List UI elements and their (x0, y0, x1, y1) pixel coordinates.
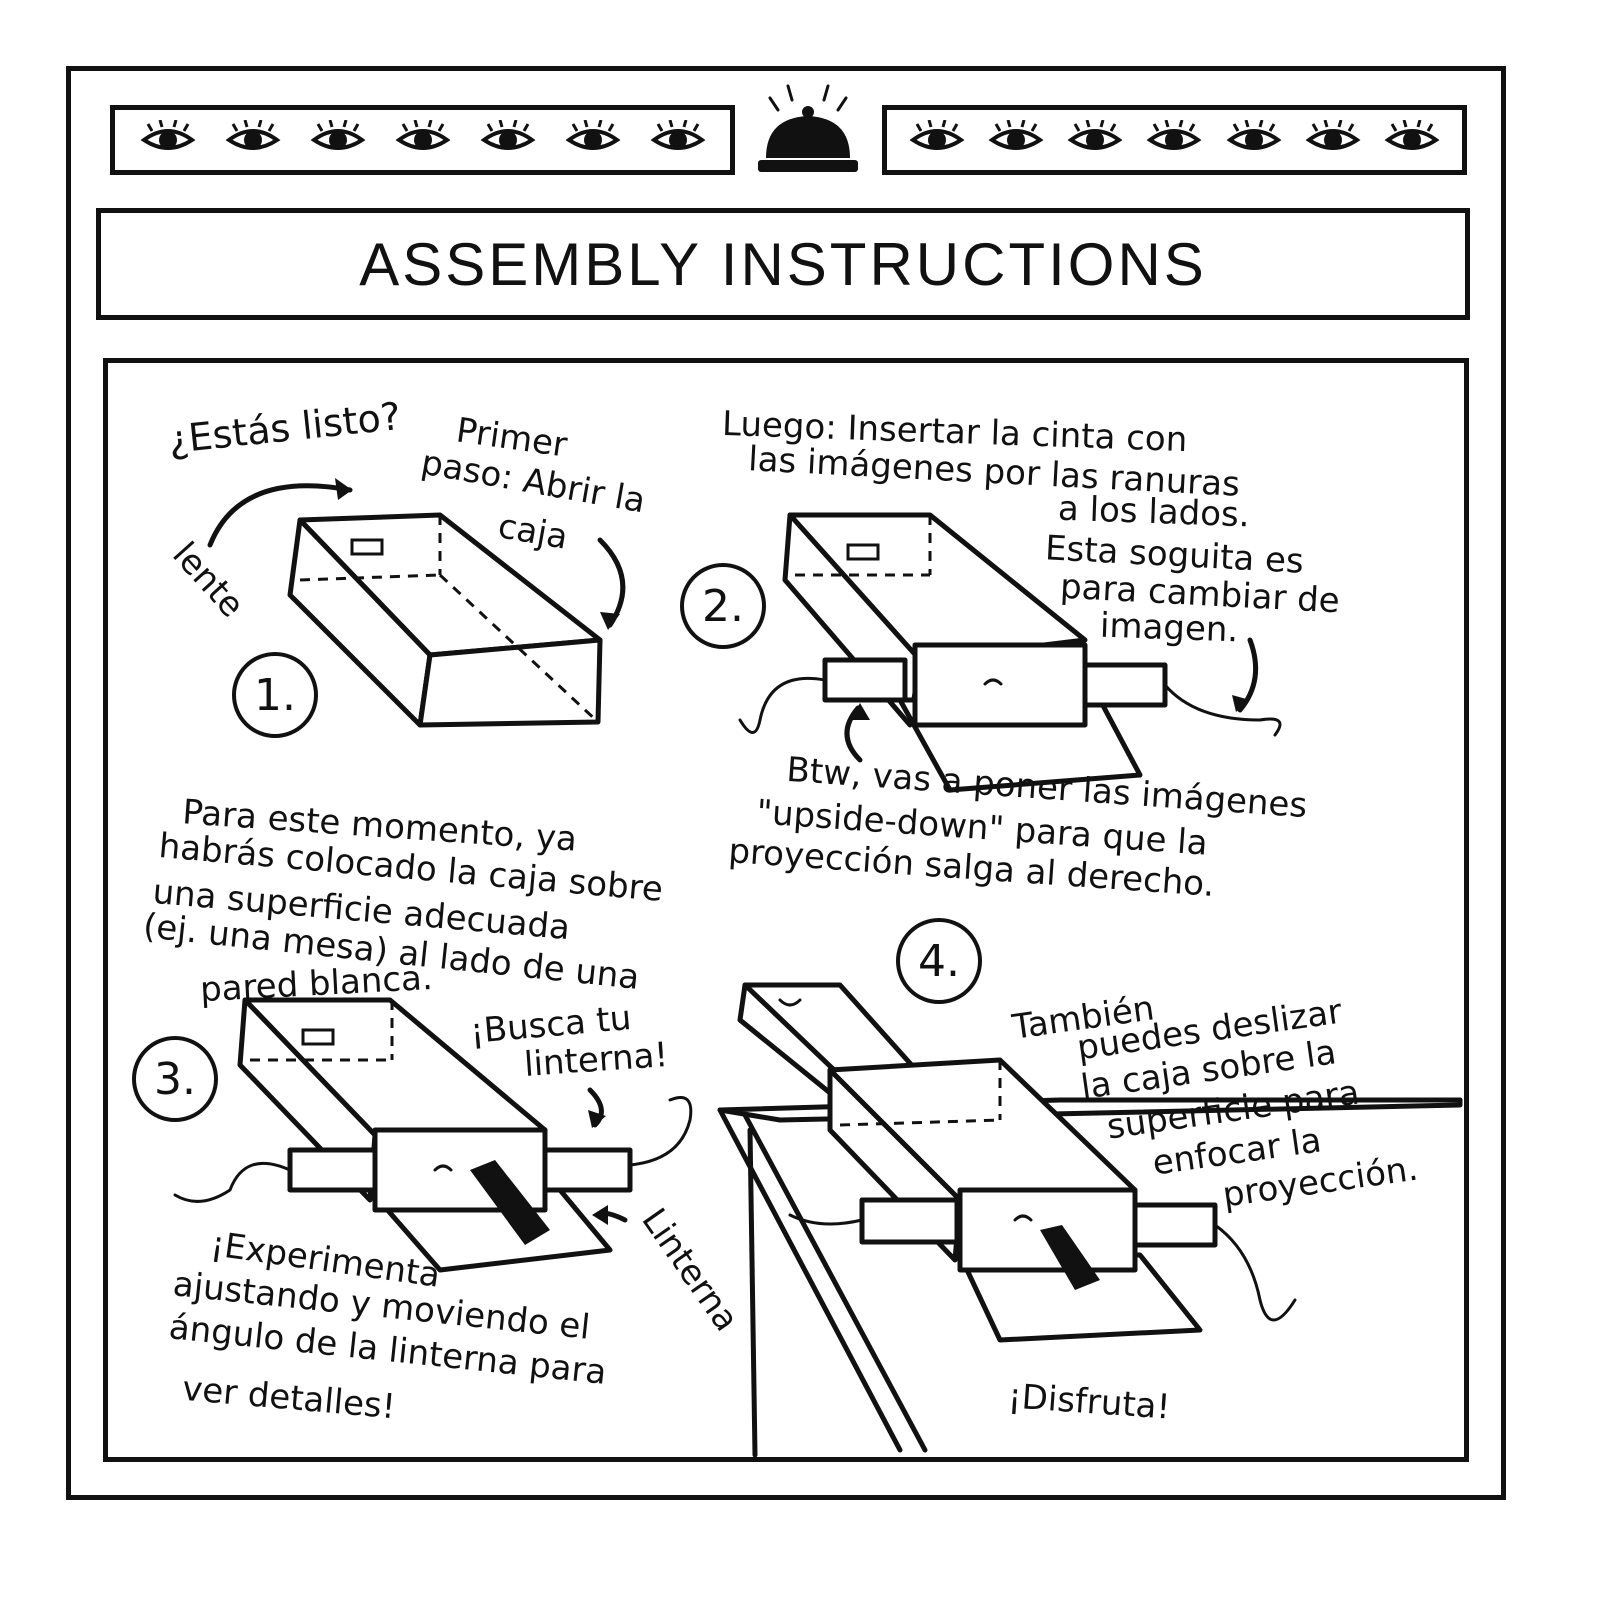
step-number-2: 2. (680, 563, 766, 649)
step-number-3: 3. (132, 1036, 218, 1122)
eye-icon (1147, 120, 1202, 150)
eye-icon (310, 120, 365, 150)
page-frame (66, 66, 1506, 1500)
eye-icon (650, 120, 705, 150)
header-eyes-band-right (882, 105, 1467, 175)
eye-icon (1384, 120, 1440, 150)
step2-line3: a los lados. (1057, 488, 1251, 536)
eye-icon (225, 120, 280, 150)
header-eyes-band-left (110, 105, 735, 175)
step3-box-drawing (173, 997, 693, 1273)
instructions-panel (103, 358, 1469, 1462)
step2-string-line3: imagen. (1099, 605, 1239, 651)
eye-icon (1305, 120, 1361, 150)
eye-icon (988, 120, 1044, 150)
service-bell-icon (758, 84, 858, 172)
eye-icon (1226, 120, 1282, 150)
step4-table-drawing (717, 982, 1463, 1458)
page-title: ASSEMBLY INSTRUCTIONS (359, 230, 1207, 298)
step2-box-drawing (738, 512, 1282, 793)
eye-icon (395, 120, 450, 150)
title-banner: ASSEMBLY INSTRUCTIONS (96, 208, 1470, 320)
step-number-4: 4. (896, 918, 982, 1004)
eye-icon (909, 120, 965, 150)
step-number-1: 1. (232, 652, 318, 738)
eye-icon (565, 120, 620, 150)
eye-icon (480, 120, 535, 150)
eye-icon (140, 120, 195, 150)
eye-icon (1067, 120, 1123, 150)
step1-box-drawing (207, 478, 626, 728)
